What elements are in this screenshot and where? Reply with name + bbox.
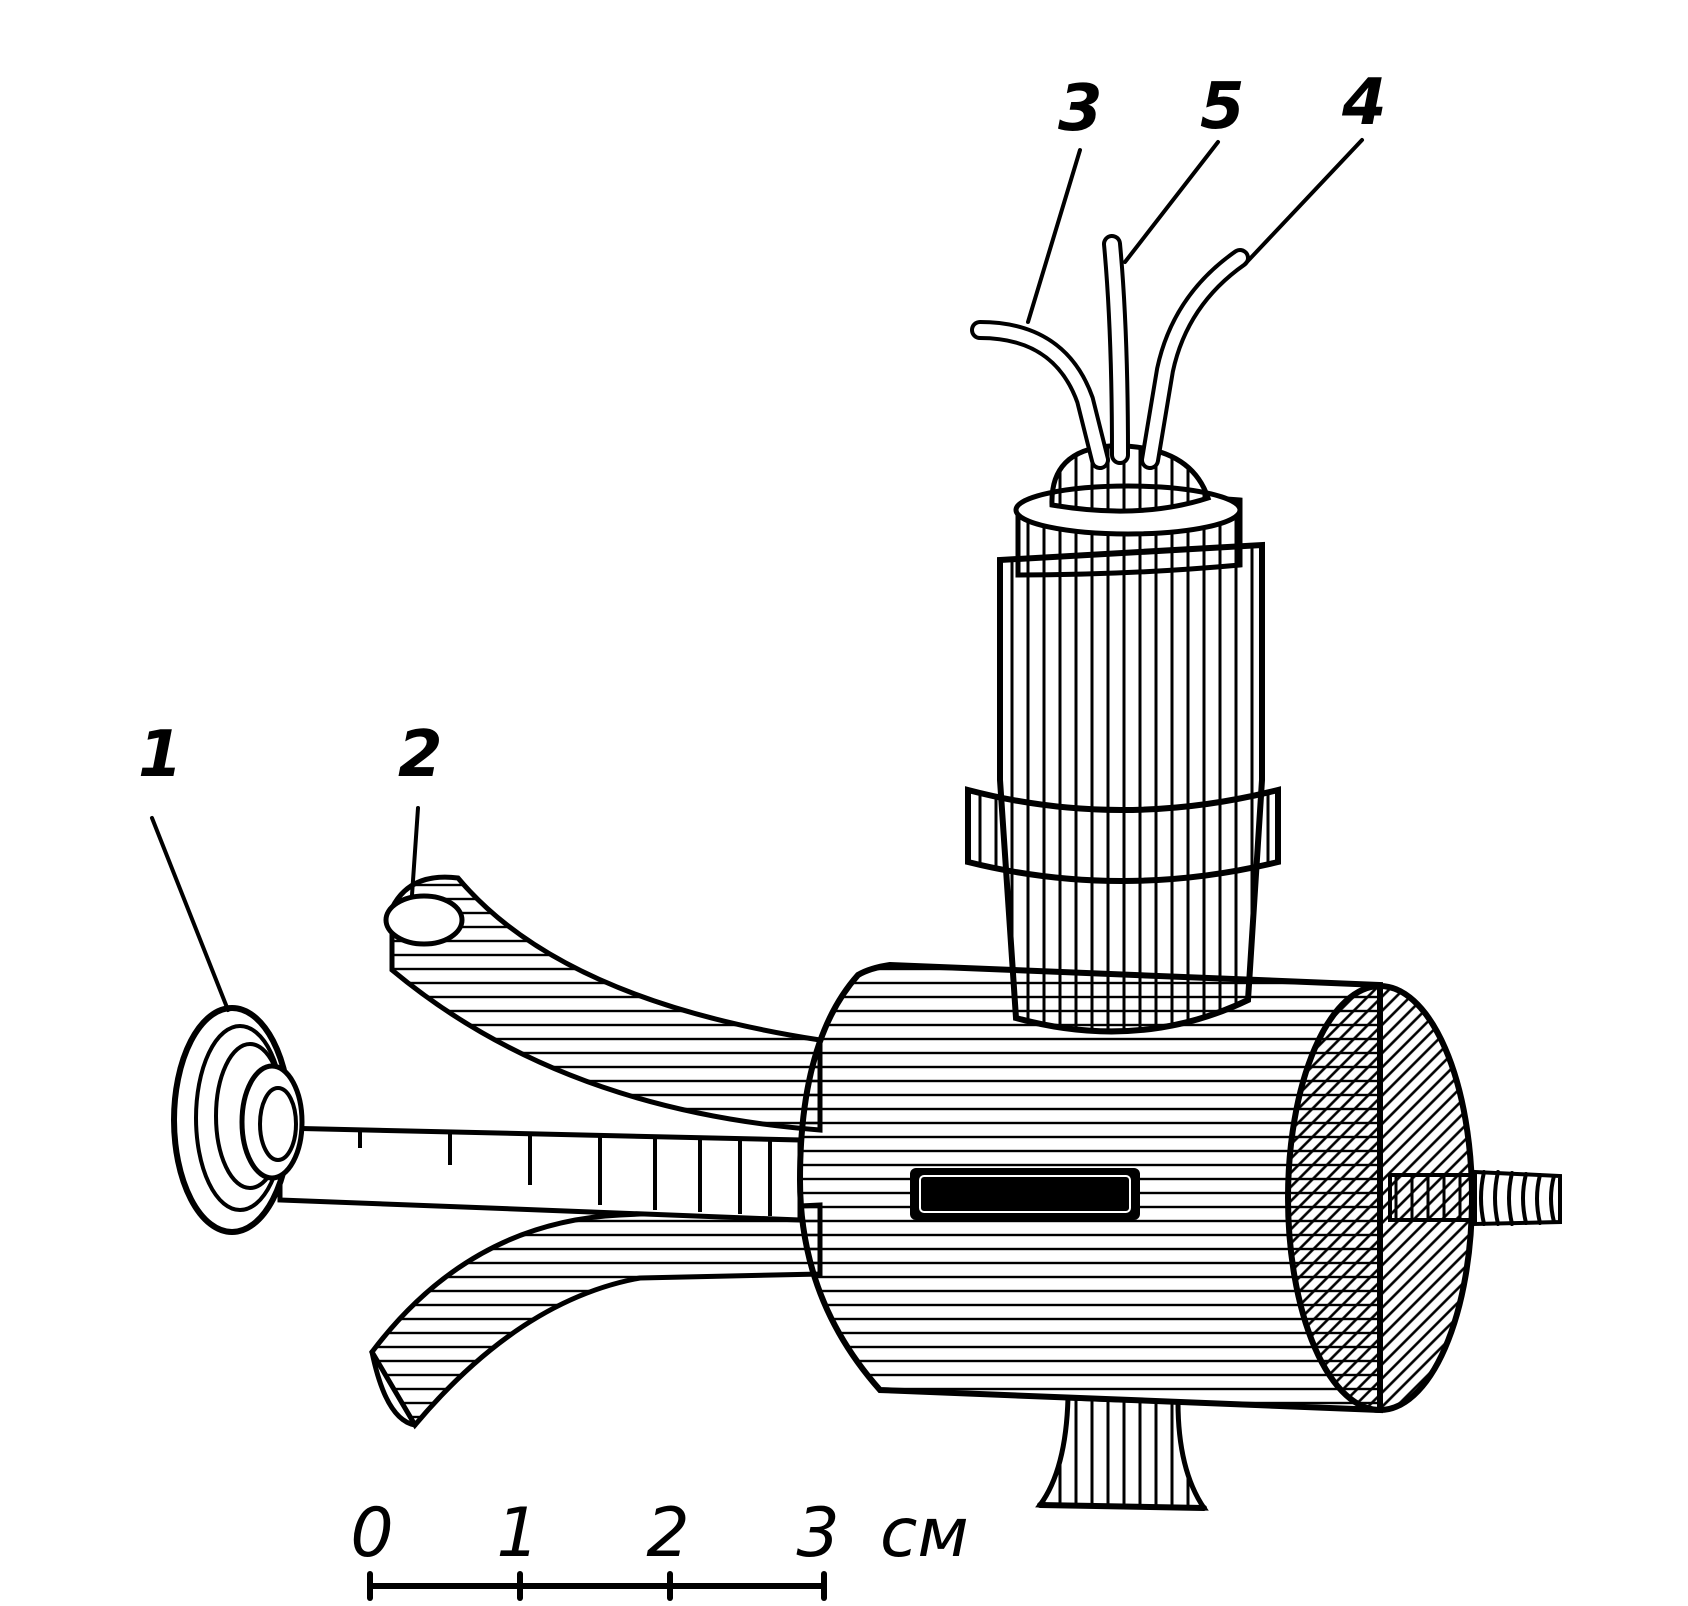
label-3: 3 [1058,72,1103,146]
label-1: 1 [138,718,183,792]
lower-tube [368,1202,823,1430]
scale-bar: 0 1 2 3 см [350,1494,969,1601]
stand-foot [1035,1395,1209,1511]
label-2: 2 [398,718,443,792]
graduated-rod [277,1125,803,1223]
leader-lines [150,138,1364,1012]
threaded-bolt [1388,1169,1562,1227]
label-4: 4 [1341,66,1387,140]
scale-tick-0: 0 [350,1494,393,1573]
scale-unit: см [880,1494,969,1573]
wires [970,234,1250,470]
scale-tick-1: 1 [496,1494,539,1573]
label-5: 5 [1200,70,1245,144]
disc-knob [171,1005,305,1235]
scale-tick-3: 3 [796,1494,839,1573]
main-body [796,961,1383,1414]
scale-tick-2: 2 [646,1494,689,1573]
vertical-column [965,443,1281,1035]
labels: 1 2 3 5 4 [138,66,1387,792]
upper-tube [383,874,823,1133]
